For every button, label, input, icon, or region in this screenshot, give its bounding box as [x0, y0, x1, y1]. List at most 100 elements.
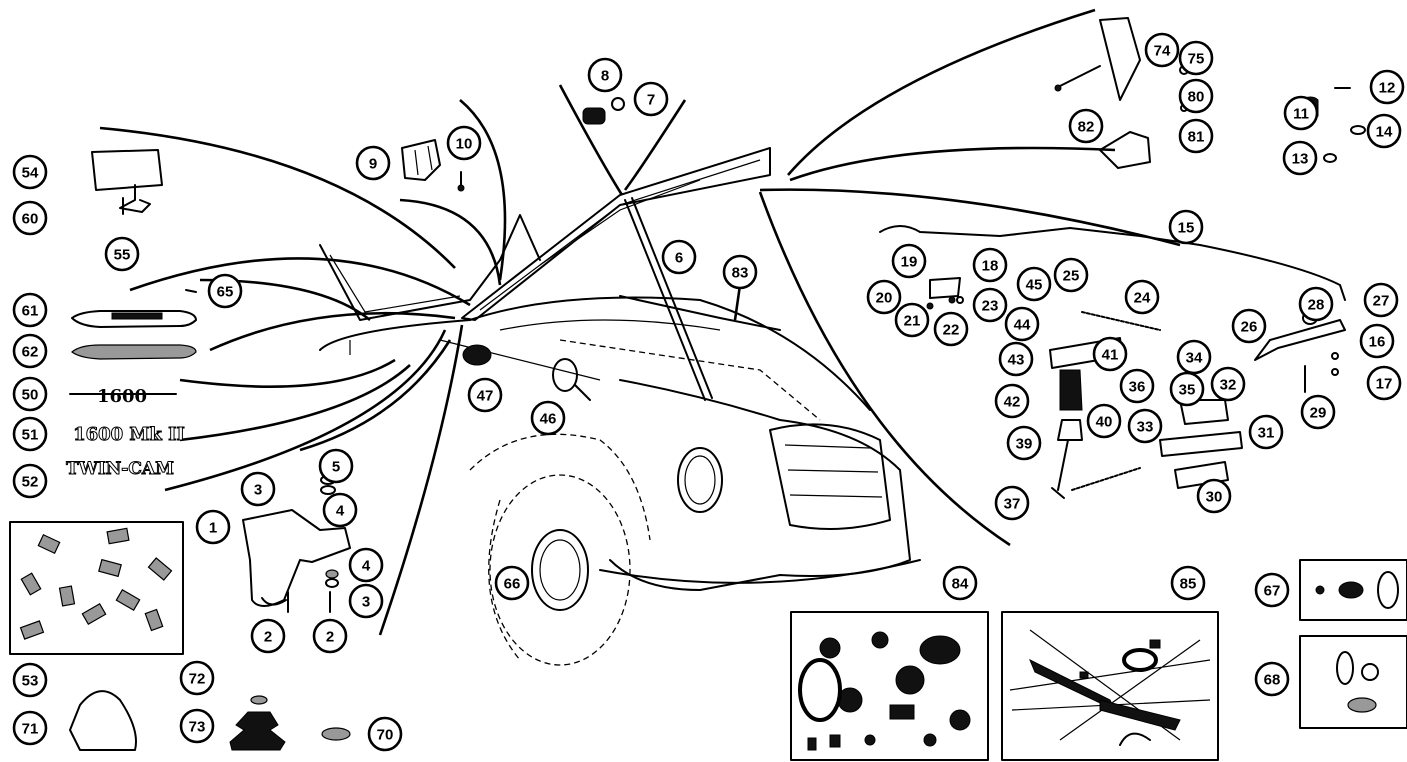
callout-circle	[1298, 286, 1334, 322]
callout-number: 13	[1292, 151, 1309, 168]
callout-14: 14	[1366, 113, 1402, 149]
callout-51: 51	[12, 416, 48, 452]
callout-circle	[1178, 40, 1214, 76]
callout-circle	[195, 509, 231, 545]
callout-circle	[1168, 209, 1204, 245]
callout-number: 7	[647, 92, 655, 109]
callout-circle	[633, 81, 669, 117]
callout-circle	[312, 618, 348, 654]
callout-83: 83	[722, 254, 758, 290]
callout-circle	[998, 341, 1034, 377]
callout-4: 4	[322, 492, 358, 528]
callout-circle	[866, 279, 902, 315]
callout-55: 55	[104, 236, 140, 272]
callout-number: 34	[1186, 350, 1203, 367]
callout-46: 46	[530, 400, 566, 436]
callout-7: 7	[633, 81, 669, 117]
callout-circle	[891, 243, 927, 279]
callout-circle	[1196, 478, 1232, 514]
callout-circle	[179, 708, 215, 744]
callout-number: 10	[456, 136, 473, 153]
callout-66: 66	[494, 565, 530, 601]
callout-11: 11	[1283, 95, 1319, 131]
callout-17: 17	[1366, 365, 1402, 401]
callout-circle	[1169, 371, 1205, 407]
callout-number: 51	[22, 427, 39, 444]
callout-12: 12	[1369, 69, 1405, 105]
callout-number: 29	[1310, 405, 1327, 422]
callout-number: 72	[189, 671, 206, 688]
callout-number: 12	[1379, 80, 1396, 97]
callout-71: 71	[12, 710, 48, 746]
callout-circle	[12, 154, 48, 190]
callout-81: 81	[1178, 118, 1214, 154]
callout-circle	[12, 200, 48, 236]
callout-number: 6	[675, 250, 683, 267]
callout-number: 24	[1134, 290, 1151, 307]
callout-circle	[318, 448, 354, 484]
callout-number: 5	[332, 459, 340, 476]
callout-circle	[1178, 118, 1214, 154]
callout-6: 6	[661, 239, 697, 275]
callout-40: 40	[1086, 403, 1122, 439]
callout-82: 82	[1068, 108, 1104, 144]
callout-circle	[1359, 323, 1395, 359]
callout-18: 18	[972, 247, 1008, 283]
callout-number: 31	[1258, 425, 1275, 442]
part-drawings: 1600 1600 Mk II TWIN-CAM	[9, 17, 1407, 761]
callout-3: 3	[240, 471, 276, 507]
callout-number: 47	[477, 388, 494, 405]
callout-number: 35	[1179, 382, 1196, 399]
callout-number: 4	[362, 558, 371, 575]
callout-circle	[250, 618, 286, 654]
callout-circle	[1004, 306, 1040, 342]
callout-number: 20	[876, 290, 893, 307]
callout-number: 15	[1178, 220, 1195, 237]
callout-circle	[1248, 414, 1284, 450]
callout-circle	[1092, 336, 1128, 372]
callout-circle	[994, 485, 1030, 521]
callout-circle	[322, 492, 358, 528]
callout-circle	[1178, 78, 1214, 114]
callout-number: 81	[1188, 129, 1205, 146]
callout-27: 27	[1363, 282, 1399, 318]
callout-number: 1	[209, 520, 217, 537]
callout-19: 19	[891, 243, 927, 279]
callout-number: 74	[1154, 43, 1171, 60]
callout-number: 23	[982, 298, 999, 315]
callout-number: 40	[1096, 414, 1113, 431]
callout-number: 18	[982, 258, 999, 275]
callout-circle	[894, 302, 930, 338]
callout-circle	[1053, 257, 1089, 293]
callout-number: 28	[1308, 297, 1325, 314]
callout-23: 23	[972, 287, 1008, 323]
callout-44: 44	[1004, 306, 1040, 342]
callout-45: 45	[1016, 266, 1052, 302]
callout-number: 4	[336, 503, 345, 520]
callout-circle	[1366, 113, 1402, 149]
callout-52: 52	[12, 463, 48, 499]
callout-47: 47	[467, 377, 503, 413]
callout-circle	[12, 376, 48, 412]
callout-circle	[1086, 403, 1122, 439]
callout-2: 2	[250, 618, 286, 654]
callout-circle	[1124, 279, 1160, 315]
callout-80: 80	[1178, 78, 1214, 114]
callout-circle	[12, 292, 48, 328]
callout-number: 21	[904, 313, 921, 330]
callout-84: 84	[942, 565, 978, 601]
callout-circle	[104, 236, 140, 272]
callout-circle	[1006, 425, 1042, 461]
callout-number: 43	[1008, 352, 1025, 369]
callout-circle	[972, 247, 1008, 283]
callout-number: 66	[504, 576, 521, 593]
callout-33: 33	[1127, 408, 1163, 444]
callout-13: 13	[1282, 140, 1318, 176]
callout-8: 8	[587, 57, 623, 93]
callout-number: 42	[1004, 394, 1021, 411]
callout-circle	[994, 383, 1030, 419]
callout-number: 80	[1188, 89, 1205, 106]
callout-29: 29	[1300, 394, 1336, 430]
callout-number: 2	[264, 629, 272, 646]
